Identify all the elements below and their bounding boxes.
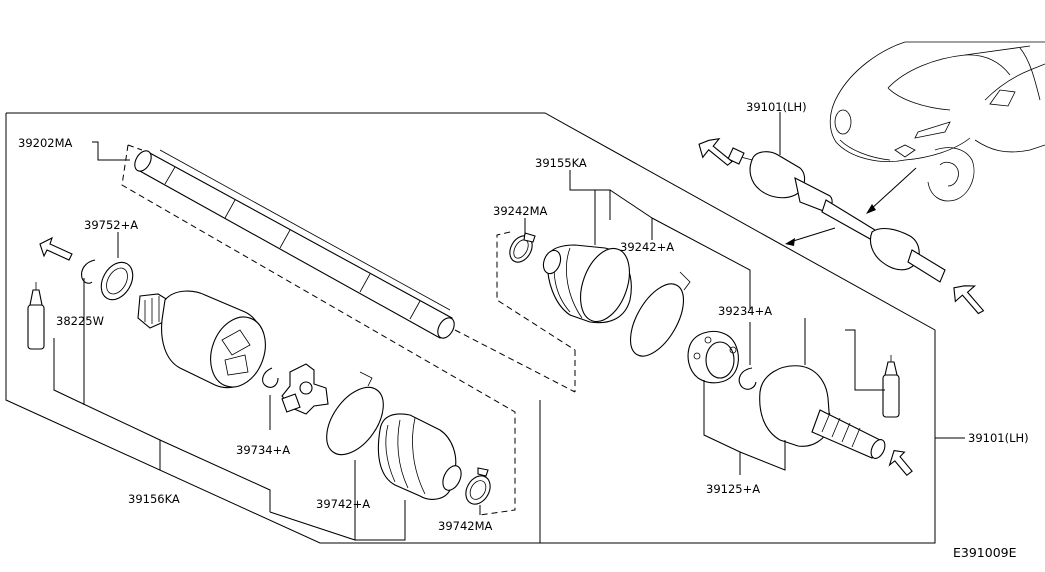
grease-tube-icon bbox=[882, 355, 900, 418]
part-label-39101LH-right: 39101(LH) bbox=[968, 431, 1029, 445]
complete-driveshaft-icon bbox=[698, 137, 985, 315]
direction-arrow-icon bbox=[888, 449, 913, 477]
part-label-39125A: 39125+A bbox=[706, 482, 760, 496]
drive-shaft-icon bbox=[134, 149, 455, 339]
inner-joint-housing-icon bbox=[137, 290, 266, 389]
boot-band-icon bbox=[326, 371, 384, 456]
part-label-39101LH-top: 39101(LH) bbox=[746, 100, 807, 114]
part-label-39742A: 39742+A bbox=[316, 497, 370, 511]
leader-lines bbox=[53, 112, 965, 541]
part-label-39734A: 39734+A bbox=[236, 443, 290, 457]
boot-band-icon bbox=[629, 271, 691, 357]
part-label-38225W: 38225W bbox=[56, 314, 104, 328]
group-outline bbox=[127, 144, 143, 151]
part-label-39752A: 39752+A bbox=[84, 218, 138, 232]
assembly-frame bbox=[5, 112, 936, 544]
boot-band-small-icon bbox=[465, 467, 491, 505]
snap-ring-icon bbox=[81, 259, 96, 284]
grease-tube-icon bbox=[27, 282, 45, 350]
direction-arrow-icon bbox=[39, 236, 73, 261]
boot-icon bbox=[377, 413, 462, 500]
car-front-icon bbox=[829, 41, 1045, 214]
group-outline bbox=[454, 329, 576, 393]
boot-band-small-icon bbox=[509, 232, 536, 263]
diagram-code: E391009E bbox=[953, 545, 1017, 560]
group-outline bbox=[496, 231, 576, 351]
part-label-39742MA: 39742MA bbox=[438, 519, 493, 533]
part-label-39234A: 39234+A bbox=[718, 304, 772, 318]
part-label-39156KA: 39156KA bbox=[128, 492, 180, 506]
part-label-39242A: 39242+A bbox=[620, 240, 674, 254]
snap-ring-icon bbox=[262, 367, 279, 388]
group-outline bbox=[121, 144, 516, 516]
part-label-39242MA: 39242MA bbox=[493, 204, 548, 218]
outer-boot-icon bbox=[542, 244, 632, 324]
outer-joint-icon bbox=[759, 365, 886, 459]
ball-cage-icon bbox=[687, 330, 739, 384]
tripod-joint-icon bbox=[281, 363, 329, 415]
seal-ring-icon bbox=[100, 261, 134, 301]
part-label-39202MA: 39202MA bbox=[18, 136, 73, 150]
snap-ring-icon bbox=[738, 367, 757, 390]
part-label-39155KA: 39155KA bbox=[535, 156, 587, 170]
